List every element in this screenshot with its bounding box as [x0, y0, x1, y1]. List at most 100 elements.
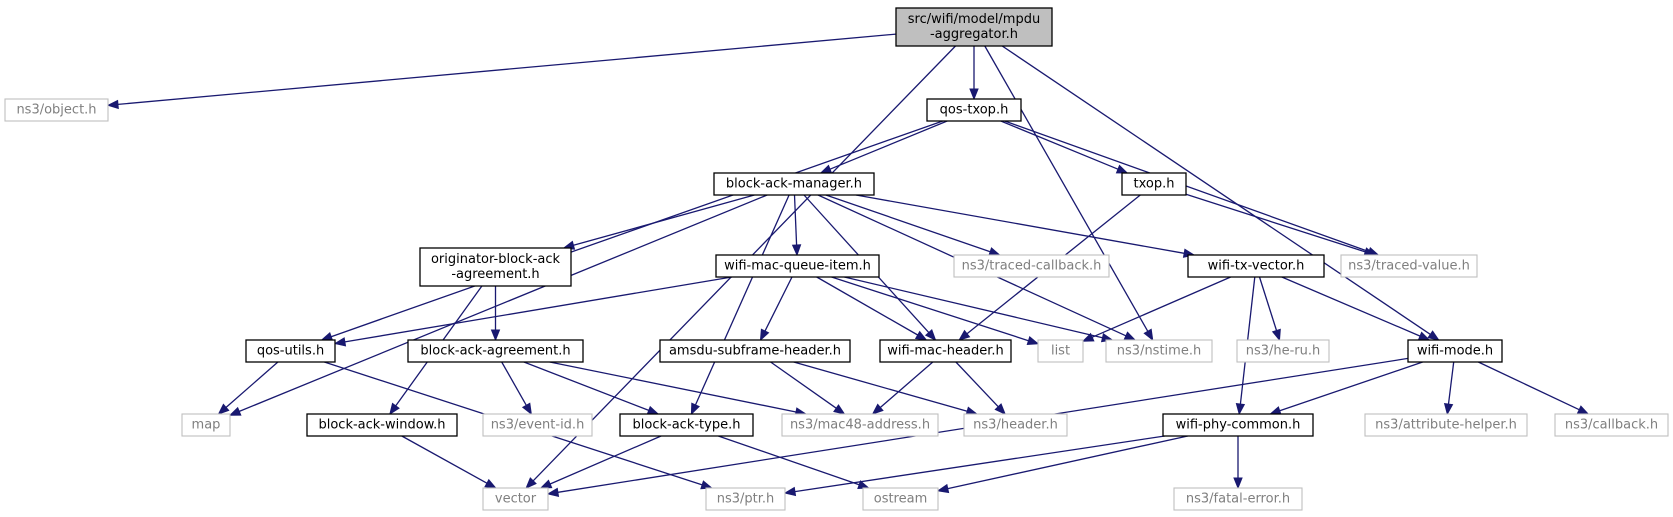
node-root[interactable]: src/wifi/model/mpdu-aggregator.h	[895, 7, 1053, 47]
node-label: block-ack-type.h	[633, 418, 741, 433]
node-bam[interactable]: block-ack-manager.h	[713, 172, 875, 196]
edge-line	[984, 45, 1149, 332]
edge-baw-to-vector	[401, 435, 497, 489]
node-fatalerror: ns3/fatal-error.h	[1173, 487, 1303, 511]
edge-arrowhead	[791, 244, 802, 257]
edge-line	[1185, 193, 1366, 253]
edge-line	[829, 120, 948, 170]
edge-line	[573, 194, 755, 246]
node-oba[interactable]: originator-block-ack-agreement.h	[419, 247, 572, 287]
edge-arrowhead	[914, 330, 928, 341]
node-wpc[interactable]: wifi-phy-common.h	[1162, 413, 1314, 437]
node-amsdu[interactable]: amsdu-subframe-header.h	[659, 339, 851, 363]
node-box	[705, 487, 786, 511]
edge-qosutils-to-map	[217, 361, 279, 415]
edge-line	[947, 435, 1188, 490]
node-box	[1037, 339, 1084, 363]
edge-arrowhead	[958, 329, 971, 341]
node-box	[1236, 339, 1330, 363]
node-box	[659, 339, 851, 363]
edge-arrowhead	[1443, 403, 1454, 416]
node-wifimode[interactable]: wifi-mode.h	[1407, 339, 1503, 363]
edge-wmqi-to-qosutils	[333, 276, 733, 347]
node-heru: ns3/he-ru.h	[1236, 339, 1330, 363]
node-qostxop[interactable]: qos-txop.h	[926, 98, 1022, 122]
node-txop[interactable]: txop.h	[1121, 172, 1187, 196]
edge-wmqi-to-nstime	[844, 276, 1114, 343]
node-label: ns3/event-id.h	[491, 418, 585, 433]
edge-root-to-nstime	[984, 45, 1154, 342]
node-label: qos-txop.h	[940, 103, 1009, 118]
node-mac48: ns3/mac48-address.h	[781, 413, 939, 437]
node-box	[1364, 413, 1528, 437]
node-baa[interactable]: block-ack-agreement.h	[407, 339, 584, 363]
node-batype[interactable]: block-ack-type.h	[619, 413, 754, 437]
node-wmqi[interactable]: wifi-mac-queue-item.h	[715, 254, 880, 278]
edge-txop-to-tracedval	[1185, 193, 1377, 257]
edge-arrowhead	[539, 479, 553, 489]
node-box	[963, 413, 1068, 437]
edge-line	[1478, 361, 1580, 411]
node-label: ns3/traced-value.h	[1348, 259, 1470, 274]
node-baw[interactable]: block-ack-window.h	[306, 413, 458, 437]
node-box	[181, 413, 231, 437]
node-wmh[interactable]: wifi-mac-header.h	[879, 339, 1012, 363]
edge-arrowhead	[1417, 331, 1431, 341]
node-box	[1173, 487, 1303, 511]
node-header: ns3/header.h	[963, 413, 1068, 437]
edge-amsdu-to-mac48	[770, 361, 846, 415]
node-box	[306, 413, 458, 437]
edge-baa-to-eventid	[501, 361, 532, 416]
edge-wpc-to-fatalerror	[1233, 436, 1243, 490]
node-box	[895, 7, 1053, 47]
node-label: originator-block-ack	[431, 252, 561, 267]
node-box	[879, 339, 1012, 363]
node-map: map	[181, 413, 231, 437]
node-box	[926, 98, 1022, 122]
edge-bam-to-map	[228, 194, 768, 416]
edge-arrowhead	[1271, 328, 1281, 342]
node-label: amsdu-subframe-header.h	[669, 344, 841, 359]
node-list: list	[1037, 339, 1084, 363]
edge-qostxop-to-bam	[819, 120, 948, 174]
edge-amsdu-to-header	[793, 361, 979, 416]
node-box	[715, 254, 880, 278]
edge-bam-to-wmqi	[791, 194, 802, 257]
edge-wifimode-to-attrhelper	[1443, 361, 1455, 416]
node-callback: ns3/callback.h	[1554, 413, 1669, 437]
edge-arrowhead	[646, 405, 660, 415]
node-nstime: ns3/nstime.h	[1105, 339, 1213, 363]
node-box	[1121, 172, 1187, 196]
edge-wpc-to-ostream	[936, 435, 1188, 494]
edge-wifimode-to-wpc	[1269, 361, 1423, 416]
edge-line	[831, 276, 1029, 342]
edge-arrowhead	[969, 88, 979, 101]
node-label: wifi-mac-header.h	[887, 344, 1004, 359]
node-label: ns3/header.h	[973, 418, 1058, 433]
node-label: block-ack-manager.h	[726, 177, 862, 192]
node-label: map	[192, 418, 221, 433]
edge-arrowhead	[333, 337, 347, 347]
edge-arrowhead	[484, 478, 497, 489]
edge-line	[1279, 361, 1423, 412]
node-wtv[interactable]: wifi-tx-vector.h	[1187, 254, 1325, 278]
node-qosutils[interactable]: qos-utils.h	[245, 339, 336, 363]
node-label: ns3/attribute-helper.h	[1375, 418, 1517, 433]
edge-arrowhead	[924, 329, 937, 341]
node-box	[1407, 339, 1503, 363]
edge-line	[1258, 276, 1278, 331]
edge-arrowhead	[871, 403, 884, 415]
edge-arrowhead	[1026, 335, 1040, 346]
edge-arrowhead	[217, 403, 230, 415]
edge-line	[330, 120, 944, 338]
edge-wtv-to-heru	[1258, 276, 1281, 342]
node-ptr: ns3/ptr.h	[705, 487, 786, 511]
node-box	[1105, 339, 1213, 363]
edge-line	[523, 361, 650, 412]
edge-line	[794, 435, 1165, 493]
edge-batype-to-vector	[539, 435, 662, 489]
node-eventid: ns3/event-id.h	[482, 413, 593, 437]
node-box	[482, 413, 593, 437]
edge-wmh-to-header	[955, 361, 1007, 415]
